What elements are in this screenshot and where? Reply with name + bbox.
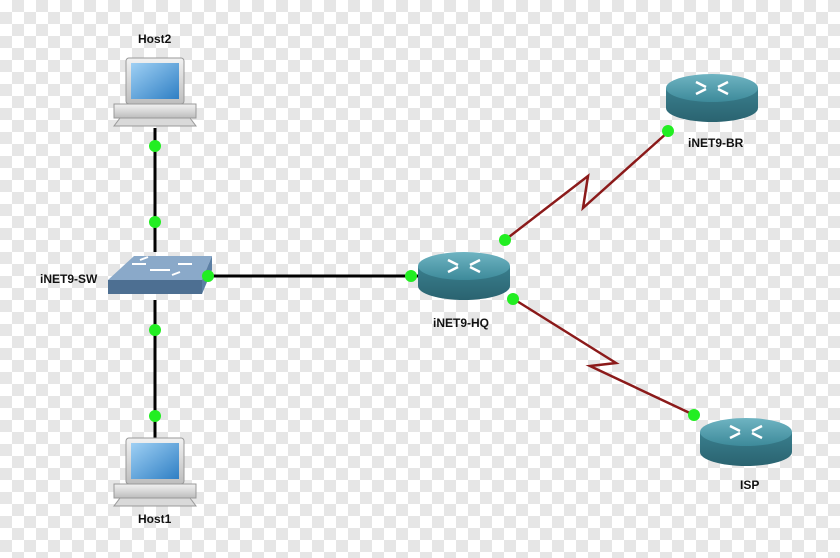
port-status-dot [149,324,161,336]
br-router-icon[interactable] [666,74,758,122]
port-status-dot [202,270,214,282]
link-hq-isp[interactable] [511,296,695,417]
port-status-dot [507,293,519,305]
host2-label: Host2 [138,32,172,46]
br-label: iNET9-BR [688,136,744,150]
port-status-dot [149,410,161,422]
port-status-dot [499,234,511,246]
switch-icon[interactable] [108,256,212,294]
hq-label: iNET9-HQ [433,316,490,330]
port-status-dot [149,140,161,152]
port-status-dot [149,216,161,228]
port-status-dot [662,125,674,137]
port-status-dot [688,409,700,421]
link-hq-br[interactable] [504,131,669,241]
host1-label: Host1 [138,512,172,526]
isp-label: ISP [740,478,760,492]
hq-router-icon[interactable] [418,252,510,300]
isp-router-icon[interactable] [700,418,792,466]
host2-computer-icon[interactable] [113,57,197,127]
switch-label: iNET9-SW [40,272,98,286]
host1-computer-icon[interactable] [113,437,197,507]
port-status-dot [405,270,417,282]
